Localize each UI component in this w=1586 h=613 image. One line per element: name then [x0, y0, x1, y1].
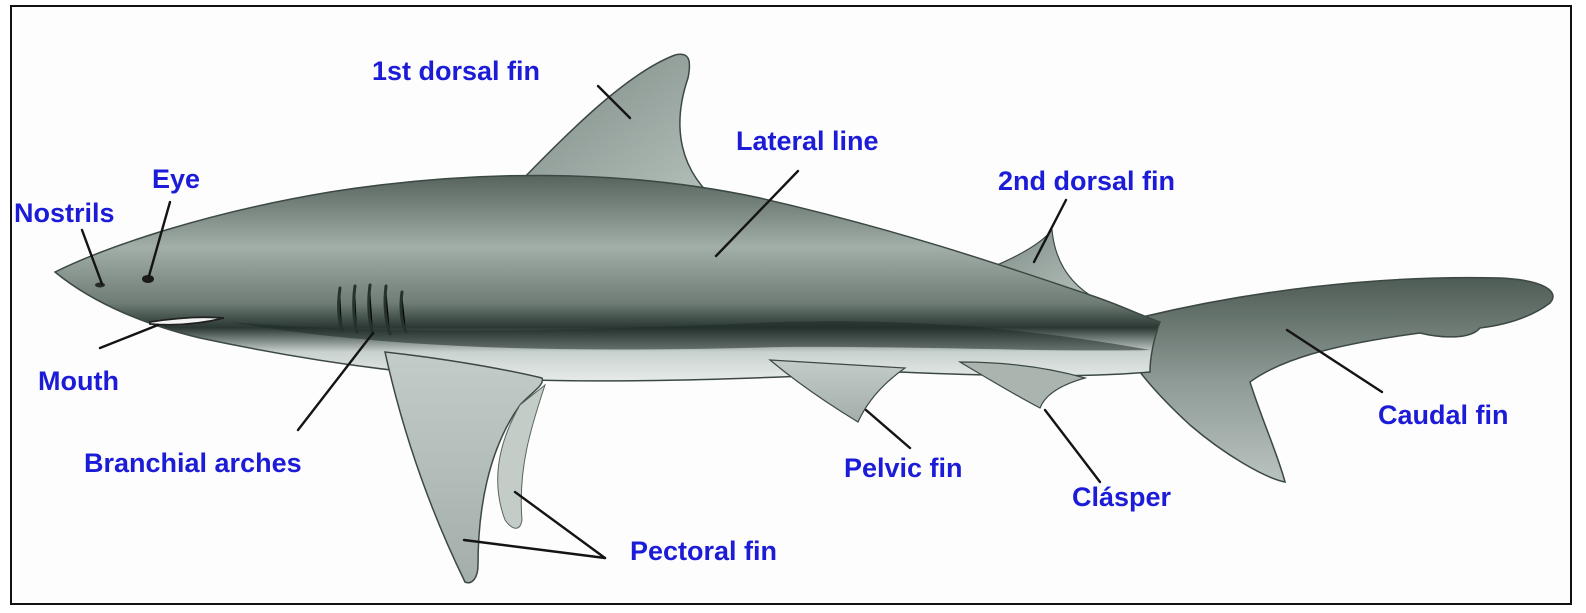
label-branchial-arches: Branchial arches — [84, 450, 302, 477]
label-mouth: Mouth — [38, 368, 119, 395]
label-first-dorsal-fin: 1st dorsal fin — [372, 58, 540, 85]
label-pectoral-fin: Pectoral fin — [630, 538, 777, 565]
nostril-shape — [95, 283, 105, 288]
pelvic-fin-shape — [770, 360, 905, 422]
label-lateral-line: Lateral line — [736, 128, 879, 155]
label-clasper: Clásper — [1072, 484, 1171, 511]
leader-mouth — [100, 325, 158, 348]
shark-body-shape — [55, 175, 1160, 380]
label-pelvic-fin: Pelvic fin — [844, 455, 963, 482]
label-second-dorsal-fin: 2nd dorsal fin — [998, 168, 1175, 195]
caudal-fin-shape — [1130, 278, 1553, 482]
label-caudal-fin: Caudal fin — [1378, 402, 1509, 429]
label-eye: Eye — [152, 166, 200, 193]
leader-clasper — [1045, 410, 1100, 482]
label-nostrils: Nostrils — [14, 200, 115, 227]
leader-pelvic-fin — [866, 410, 910, 448]
